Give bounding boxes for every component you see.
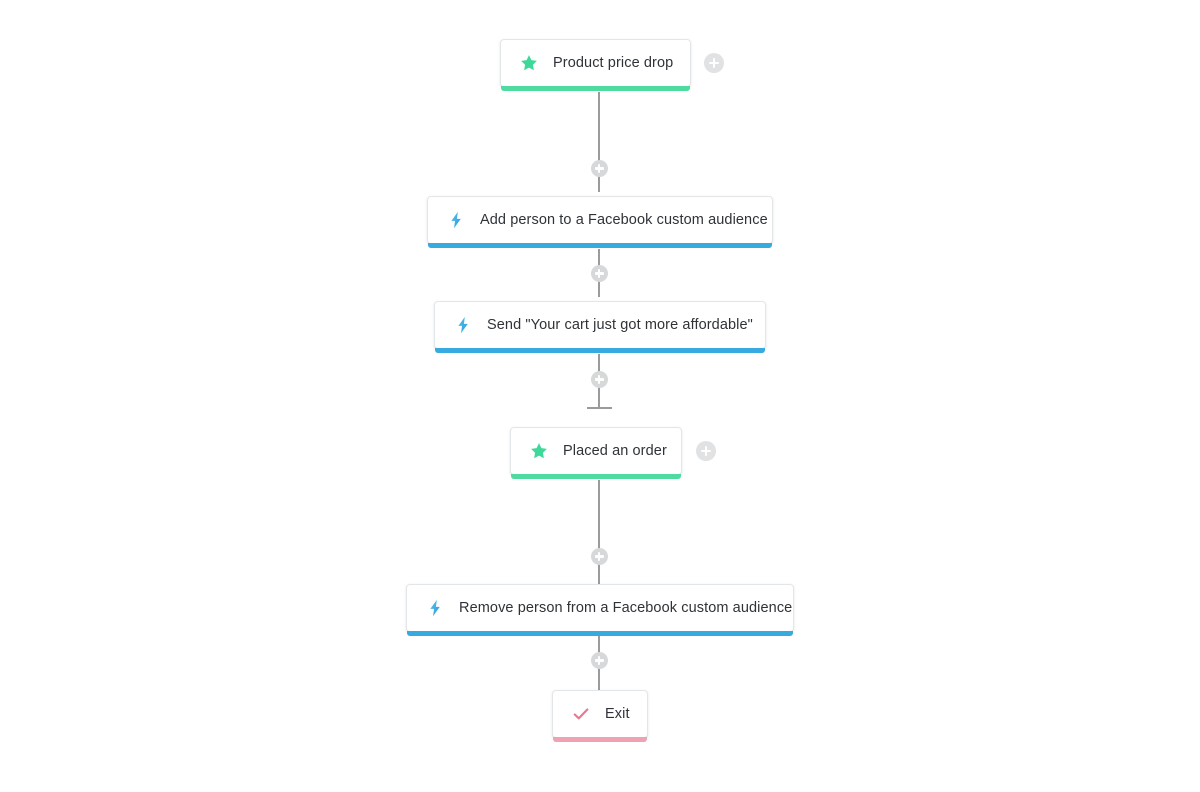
- plus-vertical-bar: [704, 446, 708, 456]
- add-branch-button-placed-an-order[interactable]: [696, 441, 716, 461]
- lightning-bolt-icon: [446, 210, 466, 230]
- plus-vertical-bar: [597, 656, 601, 665]
- edge-trigger2-to-action3: [598, 480, 600, 584]
- node-label: Add person to a Facebook custom audience: [480, 211, 768, 228]
- lightning-bolt-icon: [425, 598, 445, 618]
- node-label: Placed an order: [563, 442, 667, 459]
- lightning-bolt-icon: [453, 315, 473, 335]
- workflow-node-product-price-drop[interactable]: Product price drop: [500, 39, 691, 91]
- add-step-connector-1[interactable]: [590, 160, 608, 177]
- node-label: Exit: [605, 705, 630, 722]
- edge-trigger1-to-action1: [598, 92, 600, 192]
- plus-vertical-bar: [597, 164, 601, 173]
- workflow-node-placed-an-order[interactable]: Placed an order: [510, 427, 682, 479]
- plus-vertical-bar: [597, 375, 601, 384]
- branch-terminator-bar: [587, 407, 612, 409]
- plus-vertical-bar: [712, 58, 716, 68]
- workflow-node-send-cart-affordable[interactable]: Send "Your cart just got more affordable…: [434, 301, 766, 353]
- workflow-node-remove-person-facebook-audience[interactable]: Remove person from a Facebook custom aud…: [406, 584, 794, 636]
- add-branch-button-product-price-drop[interactable]: [704, 53, 724, 73]
- workflow-node-exit[interactable]: Exit: [552, 690, 648, 742]
- star-icon: [529, 441, 549, 461]
- star-icon: [519, 53, 539, 73]
- check-icon: [571, 704, 591, 724]
- add-step-connector-5[interactable]: [590, 652, 608, 669]
- node-label: Send "Your cart just got more affordable…: [487, 316, 753, 333]
- workflow-node-add-person-facebook-audience[interactable]: Add person to a Facebook custom audience: [427, 196, 773, 248]
- add-step-connector-3[interactable]: [590, 371, 608, 388]
- node-label: Remove person from a Facebook custom aud…: [459, 599, 793, 616]
- plus-vertical-bar: [597, 552, 601, 561]
- add-step-connector-4[interactable]: [590, 548, 608, 565]
- plus-vertical-bar: [597, 269, 601, 278]
- add-step-connector-2[interactable]: [590, 265, 608, 282]
- node-label: Product price drop: [553, 54, 674, 71]
